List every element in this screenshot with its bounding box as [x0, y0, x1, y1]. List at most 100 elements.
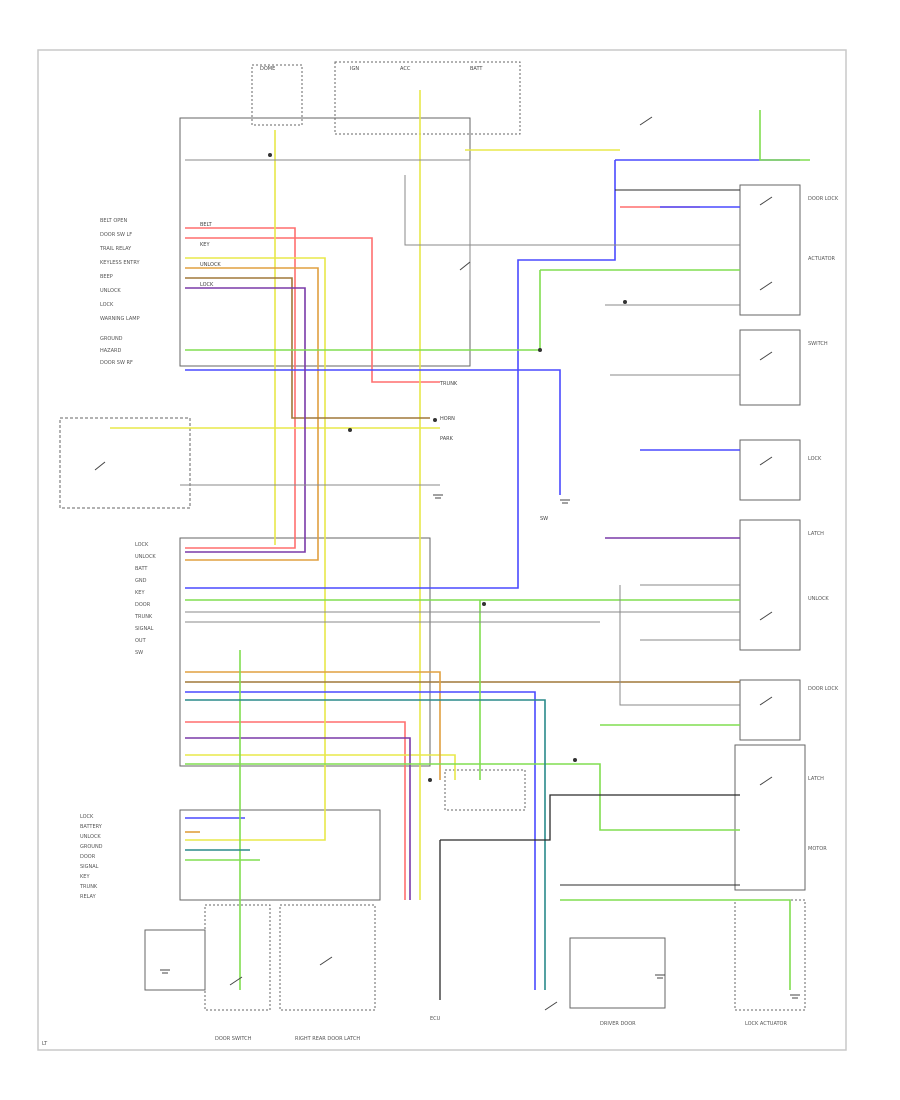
- lower-control-module: [179, 537, 431, 767]
- wire-yellow-3: [185, 257, 326, 841]
- lower-label: GND: [135, 578, 147, 584]
- component-label: LOCK: [808, 456, 822, 462]
- lower-middle-box: [569, 937, 666, 1009]
- lower-label: TRUNK: [134, 614, 153, 620]
- wire-dark-2: [440, 794, 740, 841]
- wire-label: UNLOCK: [200, 262, 221, 268]
- switch-symbol: [94, 116, 773, 1011]
- lower-label: OUT: [135, 638, 147, 644]
- lower-labels: LOCK UNLOCK BATT GND KEY DOOR TRUNK SIGN…: [134, 542, 156, 656]
- left-label: GROUND: [100, 336, 123, 342]
- component-label: MOTOR: [808, 846, 827, 852]
- key-switch-block: [444, 769, 526, 811]
- corner-label: LT: [42, 1041, 48, 1047]
- left-labels: BELT OPEN DOOR SW LF TRAIL RELAY KEYLESS…: [99, 218, 140, 366]
- bottom-label: RELAY: [80, 894, 97, 900]
- keyless-receiver: [59, 417, 191, 509]
- component-label: DRIVER DOOR: [600, 1021, 636, 1027]
- wire-green-4: [759, 110, 810, 161]
- wire-red-2: [185, 237, 440, 383]
- splice-dot: [268, 153, 272, 157]
- rear-door-latch: [279, 904, 376, 1011]
- lower-label: SW: [135, 650, 143, 656]
- wire-label: DOME: [260, 66, 275, 72]
- bottom-label: SIGNAL: [80, 864, 99, 870]
- bottom-label: TRUNK: [79, 884, 98, 890]
- lower-label: SIGNAL: [135, 626, 154, 632]
- component-label: ECU: [430, 1016, 441, 1022]
- wire-green-9: [560, 899, 791, 990]
- left-label: KEYLESS ENTRY: [100, 260, 140, 266]
- component-label: LOCK ACTUATOR: [745, 1021, 787, 1027]
- component-label: SWITCH: [808, 341, 828, 347]
- left-label: WARNING LAMP: [100, 316, 140, 322]
- wire-label: TRUNK: [439, 381, 458, 387]
- left-label: LOCK: [100, 302, 114, 308]
- door-lock-switch-block: [739, 184, 801, 316]
- component-label: ACTUATOR: [808, 256, 836, 262]
- modules: [59, 61, 806, 1011]
- diagram-border: [37, 49, 847, 1051]
- bottom-label: DOOR: [80, 854, 96, 860]
- wire-label: BATT: [470, 66, 483, 72]
- wire-green-2: [185, 270, 541, 351]
- trunk-switch: [739, 329, 801, 406]
- lower-label: UNLOCK: [135, 554, 156, 560]
- bottom-label: KEY: [80, 874, 90, 880]
- hazard-switch: [739, 439, 801, 501]
- wire-gray-5: [619, 585, 740, 706]
- left-label: TRAIL RELAY: [99, 246, 132, 252]
- mid-labels: BELT KEY UNLOCK LOCK TRUNK HORN PARK IGN…: [200, 66, 548, 522]
- component-label: LATCH: [808, 776, 824, 782]
- left-label: DOOR SW LF: [100, 232, 132, 238]
- wire-orange-2: [185, 671, 441, 780]
- right-door-lock-block: [739, 519, 801, 651]
- wire-gray-2: [404, 175, 740, 246]
- component-label: DOOR LOCK: [808, 686, 839, 692]
- lower-label: KEY: [135, 590, 145, 596]
- lock-actuator-bottom: [734, 899, 806, 1011]
- wire-yellow-5: [185, 754, 456, 780]
- wire-red-3: [185, 721, 406, 900]
- wire-label: HORN: [440, 416, 455, 422]
- left-label: UNLOCK: [100, 288, 121, 294]
- bottom-label: GROUND: [80, 844, 103, 850]
- splice-dot: [573, 758, 577, 762]
- wire-blue-2: [185, 160, 616, 589]
- bottom-left-switch: [144, 929, 206, 991]
- component-label: DOOR SWITCH: [215, 1036, 252, 1042]
- lower-label: DOOR: [135, 602, 151, 608]
- right-component-labels: DOOR LOCK ACTUATOR SWITCH LOCK LATCH UNL…: [808, 196, 839, 852]
- component-label: UNLOCK: [808, 596, 829, 602]
- lower-label: BATT: [135, 566, 148, 572]
- wire-label: PARK: [440, 436, 454, 442]
- left-label: DOOR SW RF: [100, 360, 133, 366]
- wire-label: SW: [540, 516, 548, 522]
- splice-dot: [433, 418, 437, 422]
- wire-brown-1: [185, 277, 430, 419]
- right-lower-lock-block: [739, 679, 801, 741]
- left-label: BELT OPEN: [100, 218, 127, 224]
- bottom-label: UNLOCK: [80, 834, 101, 840]
- bottom-labels: LOCK BATTERY UNLOCK GROUND DOOR SIGNAL K…: [79, 814, 103, 900]
- wire-label: LOCK: [200, 282, 214, 288]
- top-relay: [251, 64, 303, 126]
- driver-door-block: [734, 744, 806, 891]
- ground-symbols: [160, 494, 800, 999]
- bottom-component-labels: DOOR SWITCH RIGHT REAR DOOR LATCH ECU DR…: [215, 1016, 787, 1042]
- wire-blue-3: [185, 369, 561, 495]
- wire-label: ACC: [400, 66, 411, 72]
- bottom-label: LOCK: [80, 814, 94, 820]
- wire-gray-1: [185, 159, 471, 290]
- connector-dots: [268, 153, 627, 782]
- wire-label: BELT: [200, 222, 213, 228]
- left-label: HAZARD: [100, 348, 122, 354]
- left-label: BEEP: [100, 274, 113, 280]
- top-switch-block: [334, 61, 521, 135]
- bottom-door-switch: [204, 904, 271, 1011]
- wire-violet-1: [185, 287, 306, 553]
- ecu-module: [179, 809, 381, 901]
- component-label: DOOR LOCK: [808, 196, 839, 202]
- splice-dot: [482, 602, 486, 606]
